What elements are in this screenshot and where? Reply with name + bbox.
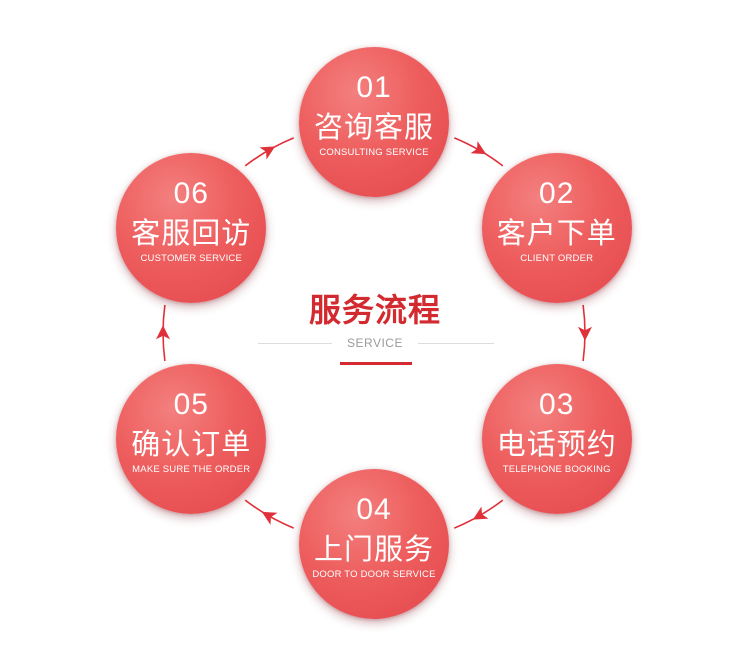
step-subtitle: MAKE SURE THE ORDER <box>132 463 251 475</box>
step-06-customer-service: 06 客服回访 CUSTOMER SERVICE <box>116 152 267 303</box>
arrow-icon <box>472 506 489 520</box>
step-number: 03 <box>539 387 575 421</box>
center-title: 服务流程 <box>308 291 441 329</box>
step-title: 电话预约 <box>496 426 617 461</box>
step-04-door-to-door-service: 04 上门服务 DOOR TO DOOR SERVICE <box>299 469 449 619</box>
center-underline <box>340 362 412 365</box>
step-number: 01 <box>356 71 392 104</box>
step-subtitle: TELEPHONE BOOKING <box>502 463 611 475</box>
center-divider-left <box>258 343 332 344</box>
step-number: 06 <box>173 176 209 210</box>
step-subtitle: CLIENT ORDER <box>520 252 594 264</box>
step-title: 确认订单 <box>131 426 252 461</box>
step-title: 上门服务 <box>313 532 434 566</box>
arrow-icon <box>259 146 276 160</box>
step-05-make-sure-the-order: 05 确认订单 MAKE SURE THE ORDER <box>116 363 267 514</box>
step-number: 05 <box>173 387 209 421</box>
step-title: 客服回访 <box>131 215 252 250</box>
arrow-icon <box>470 141 487 155</box>
step-03-telephone-booking: 03 电话预约 TELEPHONE BOOKING <box>481 363 632 514</box>
center-divider-right <box>418 343 494 344</box>
step-02-client-order: 02 客户下单 CLIENT ORDER <box>481 152 632 303</box>
arrow-icon <box>156 325 170 340</box>
step-number: 02 <box>539 176 575 210</box>
step-subtitle: DOOR TO DOOR SERVICE <box>312 569 436 580</box>
step-number: 04 <box>356 493 392 526</box>
arrow-icon <box>578 326 592 341</box>
step-subtitle: CUSTOMER SERVICE <box>140 252 243 264</box>
center-subtitle: SERVICE <box>347 336 403 350</box>
step-title: 咨询客服 <box>313 110 434 144</box>
arrow-icon <box>261 511 278 525</box>
step-title: 客户下单 <box>496 215 617 250</box>
step-subtitle: CONSULTING SERVICE <box>319 147 429 158</box>
step-01-consulting-service: 01 咨询客服 CONSULTING SERVICE <box>299 47 449 197</box>
